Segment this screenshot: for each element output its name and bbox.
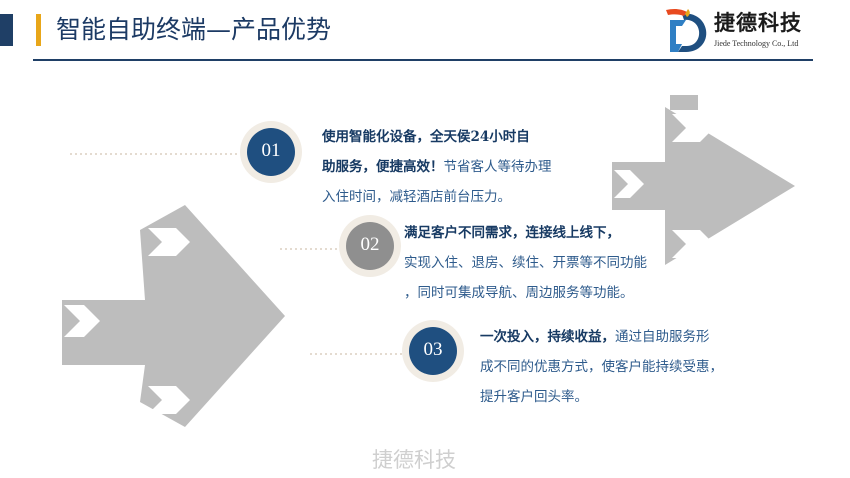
advantage-item-01: 使用智能化设备，全天侯24小时自 助服务，便捷高效！节省客人等待办理 入住时间，… xyxy=(322,122,612,212)
company-logo-icon xyxy=(666,8,707,52)
advantage-01-line-3: 入住时间，减轻酒店前台压力。 xyxy=(322,189,511,205)
badge-01-icon xyxy=(240,121,302,183)
advantage-02-line-2: 实现入住、退房、续住、开票等不同功能 xyxy=(404,255,647,271)
header-divider xyxy=(33,59,813,61)
header-accent-navy xyxy=(0,14,13,46)
right-arrow-icon xyxy=(612,95,795,265)
header-accent-gold xyxy=(36,14,41,46)
badge-01-number: 01 xyxy=(261,140,281,161)
advantage-03-line-1: 一次投入，持续收益，通过自助服务形 xyxy=(480,329,710,345)
advantage-03-line-2: 成不同的优惠方式，使客户能持续受惠， xyxy=(480,359,723,375)
page-title: 智能自助终端—产品优势 xyxy=(56,15,332,44)
logo-brand-name: 捷德科技 xyxy=(714,10,802,35)
header-bar: 智能自助终端—产品优势 xyxy=(0,0,850,62)
footer-watermark: 捷德科技 xyxy=(372,448,456,472)
badge-03-number: 03 xyxy=(423,339,443,360)
badge-03-icon xyxy=(402,320,464,382)
advantage-02-line-1: 满足客户不同需求，连接线上线下， xyxy=(404,225,620,241)
advantage-03-line-3: 提升客户回头率。 xyxy=(480,389,588,405)
left-arrow-icon xyxy=(62,205,285,427)
badge-02-icon xyxy=(339,215,401,277)
advantage-item-02: 满足客户不同需求，连接线上线下， 实现入住、退房、续住、开票等不同功能 ，同时可… xyxy=(404,218,694,308)
logo-subtitle: Jiede Technology Co., Ltd xyxy=(714,39,799,48)
badge-02-number: 02 xyxy=(360,234,380,255)
advantage-01-line-1: 使用智能化设备，全天侯24小时自 xyxy=(322,129,530,145)
advantage-item-03: 一次投入，持续收益，通过自助服务形 成不同的优惠方式，使客户能持续受惠， 提升客… xyxy=(480,322,780,412)
advantage-02-line-3: ，同时可集成导航、周边服务等功能。 xyxy=(404,285,634,301)
advantage-01-line-2: 助服务，便捷高效！节省客人等待办理 xyxy=(322,159,552,175)
